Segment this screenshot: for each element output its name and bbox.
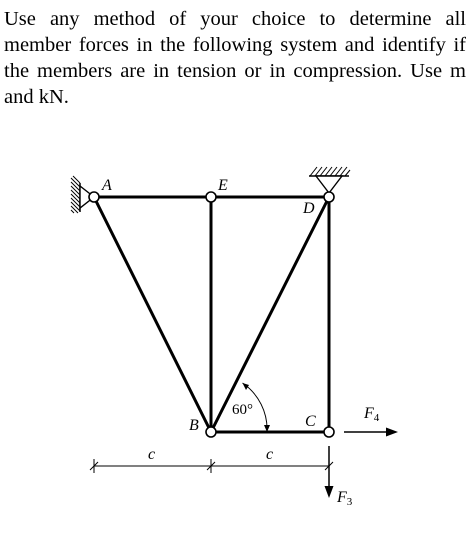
member-bd xyxy=(209,195,331,434)
angle-label: 60° xyxy=(232,402,253,418)
dimension-line xyxy=(89,459,334,473)
problem-statement: Use any method of your choice to determi… xyxy=(4,8,466,108)
ceiling-support-d xyxy=(309,166,351,195)
truss-joints xyxy=(88,191,335,438)
joint-label-d: D xyxy=(302,200,315,217)
joint-e xyxy=(205,191,217,203)
joint-a xyxy=(88,191,100,203)
joint-d xyxy=(323,191,335,203)
dimension-label-left: c xyxy=(148,446,155,463)
joint-b xyxy=(205,426,217,438)
force-arrow-f4 xyxy=(344,427,398,437)
joint-c xyxy=(323,426,335,438)
member-ab xyxy=(92,195,213,434)
wall-support-a xyxy=(70,175,96,214)
joint-label-c: C xyxy=(305,413,316,430)
force-label-f3: F3 xyxy=(336,489,353,508)
joint-label-b: B xyxy=(189,417,199,434)
truss-members xyxy=(92,195,331,434)
angle-arc xyxy=(242,382,270,433)
joint-label-a: A xyxy=(101,177,112,194)
dimension-label-right: c xyxy=(266,446,273,463)
force-label-f4: F4 xyxy=(363,405,380,424)
joint-label-e: E xyxy=(217,177,228,194)
